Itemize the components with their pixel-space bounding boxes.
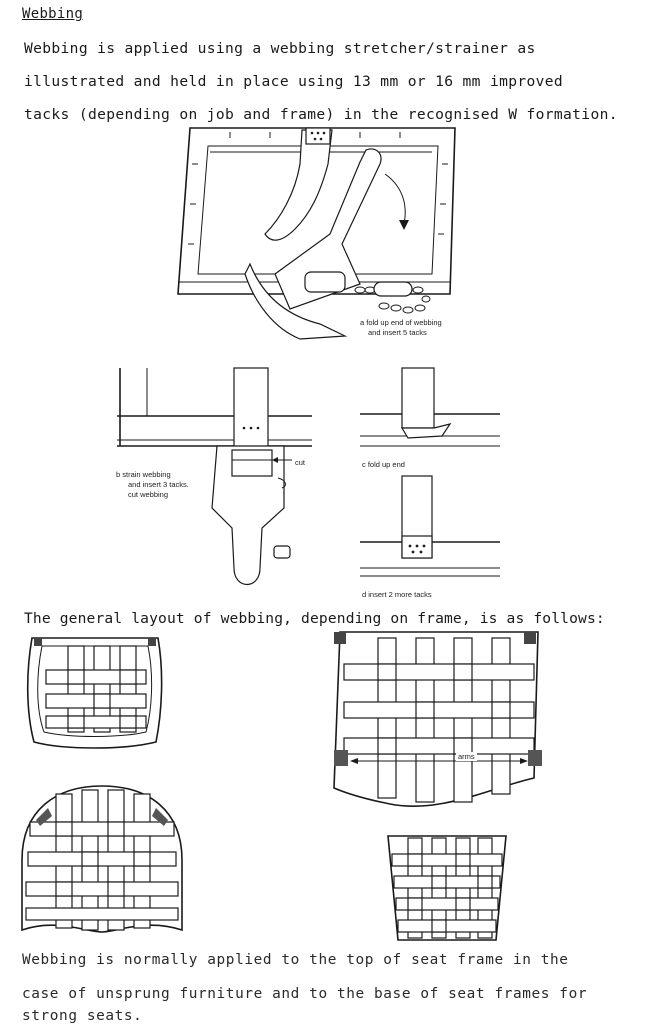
- figure-c-caption: c fold up end: [362, 460, 405, 469]
- webbing-layout-tapered-seat: [387, 835, 507, 941]
- closing-line-1: Webbing is normally applied to the top o…: [22, 952, 569, 968]
- intro-line-3: tacks (depending on job and frame) in th…: [24, 106, 618, 123]
- figure-b-caption-line-1: b strain webbing: [116, 470, 171, 479]
- figure-a-stretcher-illustration: [177, 127, 456, 340]
- figure-a-caption-line-2: and insert 5 tacks: [368, 328, 427, 337]
- closing-line-2: case of unsprung furniture and to the ba…: [22, 986, 588, 1002]
- section-heading: Webbing: [22, 6, 84, 22]
- figure-b-caption-line-3: cut webbing: [128, 490, 169, 499]
- figure-b-strain-illustration: [117, 367, 312, 585]
- intro-line-1: Webbing is applied using a webbing stret…: [24, 40, 536, 57]
- figure-d-caption: d insert 2 more tacks: [362, 590, 432, 599]
- figure-c-fold-illustration: [360, 367, 500, 447]
- webbing-layout-seat-small: [26, 637, 163, 749]
- figure-b-cut-label: cut: [295, 458, 306, 467]
- layout-text: The general layout of webbing, depending…: [24, 610, 605, 627]
- arms-label: arms: [456, 752, 477, 761]
- closing-line-3: strong seats.: [22, 1008, 143, 1024]
- intro-line-2: illustrated and held in place using 13 m…: [24, 73, 564, 90]
- webbing-layout-round-seat: [21, 785, 183, 933]
- figure-d-tacks-illustration: [360, 475, 500, 577]
- webbing-layout-chair-with-arms: [333, 631, 542, 808]
- figure-b-caption-line-2: and insert 3 tacks.: [128, 480, 189, 489]
- figure-a-caption-line-1: a fold up end of webbing: [360, 318, 442, 327]
